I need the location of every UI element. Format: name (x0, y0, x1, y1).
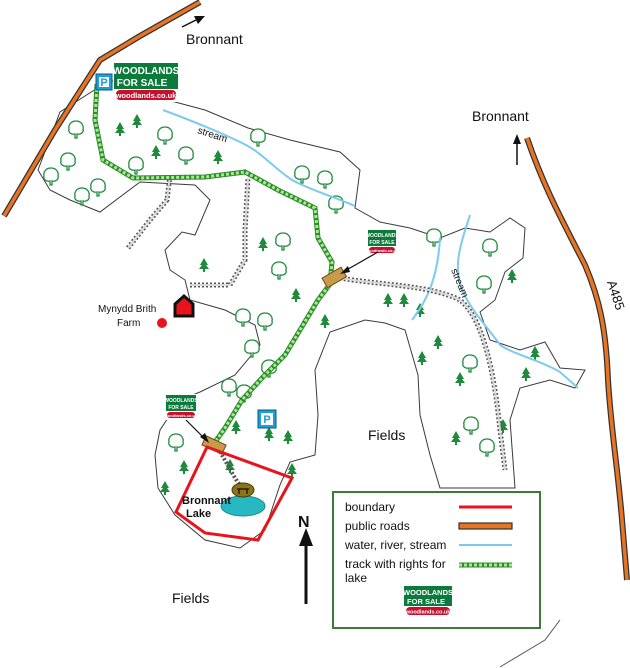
picnic-table-icon (231, 482, 255, 498)
farm-location-dot (157, 318, 167, 328)
legend-track-label-line1: track with rights for (345, 557, 446, 571)
label-bronnant-right: Bronnant (472, 108, 529, 124)
label-bronnant-top: Bronnant (186, 31, 243, 47)
parking-sign-south: P (257, 409, 277, 429)
farm-building-icon (173, 293, 195, 318)
legend-water-label: water, river, stream (344, 538, 446, 552)
svg-text:WOODLANDS: WOODLANDS (113, 66, 180, 77)
svg-text:woodlands.co.uk: woodlands.co.uk (365, 248, 399, 253)
arrow-to-bronnant-top (181, 16, 205, 28)
svg-text:WOODLANDS: WOODLANDS (164, 398, 198, 404)
label-fields-center: Fields (368, 427, 405, 443)
label-farm-line2: Farm (117, 318, 140, 329)
woodlands-sign-north: WOODLANDS FOR SALE woodlands.co.uk (113, 62, 180, 102)
label-north: N (298, 514, 310, 531)
north-arrow (299, 528, 313, 604)
svg-text:P: P (100, 77, 107, 89)
woodlands-sign-south: WOODLANDS FOR SALE woodlands.co.uk (164, 394, 198, 420)
woodlands-sign-east: WOODLANDS FOR SALE woodlands.co.uk (365, 229, 399, 255)
svg-text:FOR SALE: FOR SALE (369, 240, 395, 246)
label-road-a485: A485 (604, 278, 628, 312)
legend-track-label-line2: lake (345, 571, 367, 585)
label-farm-line1: Mynydd Brith (98, 304, 156, 315)
label-lake-line2: Lake (186, 508, 211, 520)
boundary-outline (174, 445, 295, 542)
legend-roads-label: public roads (345, 519, 410, 533)
legend-boundary-label: boundary (345, 500, 395, 514)
legend-woodlands-sign: WOODLANDS FOR SALE woodlands.co.uk (403, 585, 453, 617)
svg-text:FOR SALE: FOR SALE (407, 597, 445, 606)
streams (162, 109, 579, 389)
svg-text:woodlands.co.uk: woodlands.co.uk (405, 610, 452, 616)
svg-text:FOR SALE: FOR SALE (168, 405, 194, 411)
label-fields-bottom: Fields (172, 590, 209, 606)
arrow-to-bronnant-right (513, 134, 521, 165)
svg-text:WOODLANDS: WOODLANDS (365, 233, 399, 239)
svg-text:P: P (263, 414, 270, 426)
svg-text:FOR SALE: FOR SALE (117, 78, 168, 89)
map-legend: boundary public roads water, river, stre… (332, 491, 541, 629)
lake-access-track (92, 83, 335, 447)
svg-text:woodlands.co.uk: woodlands.co.uk (164, 413, 198, 418)
svg-text:WOODLANDS: WOODLANDS (403, 588, 453, 597)
parking-sign-north: P (95, 73, 113, 91)
svg-text:woodlands.co.uk: woodlands.co.uk (115, 91, 178, 100)
label-lake-line1: Bronnant (182, 495, 231, 507)
